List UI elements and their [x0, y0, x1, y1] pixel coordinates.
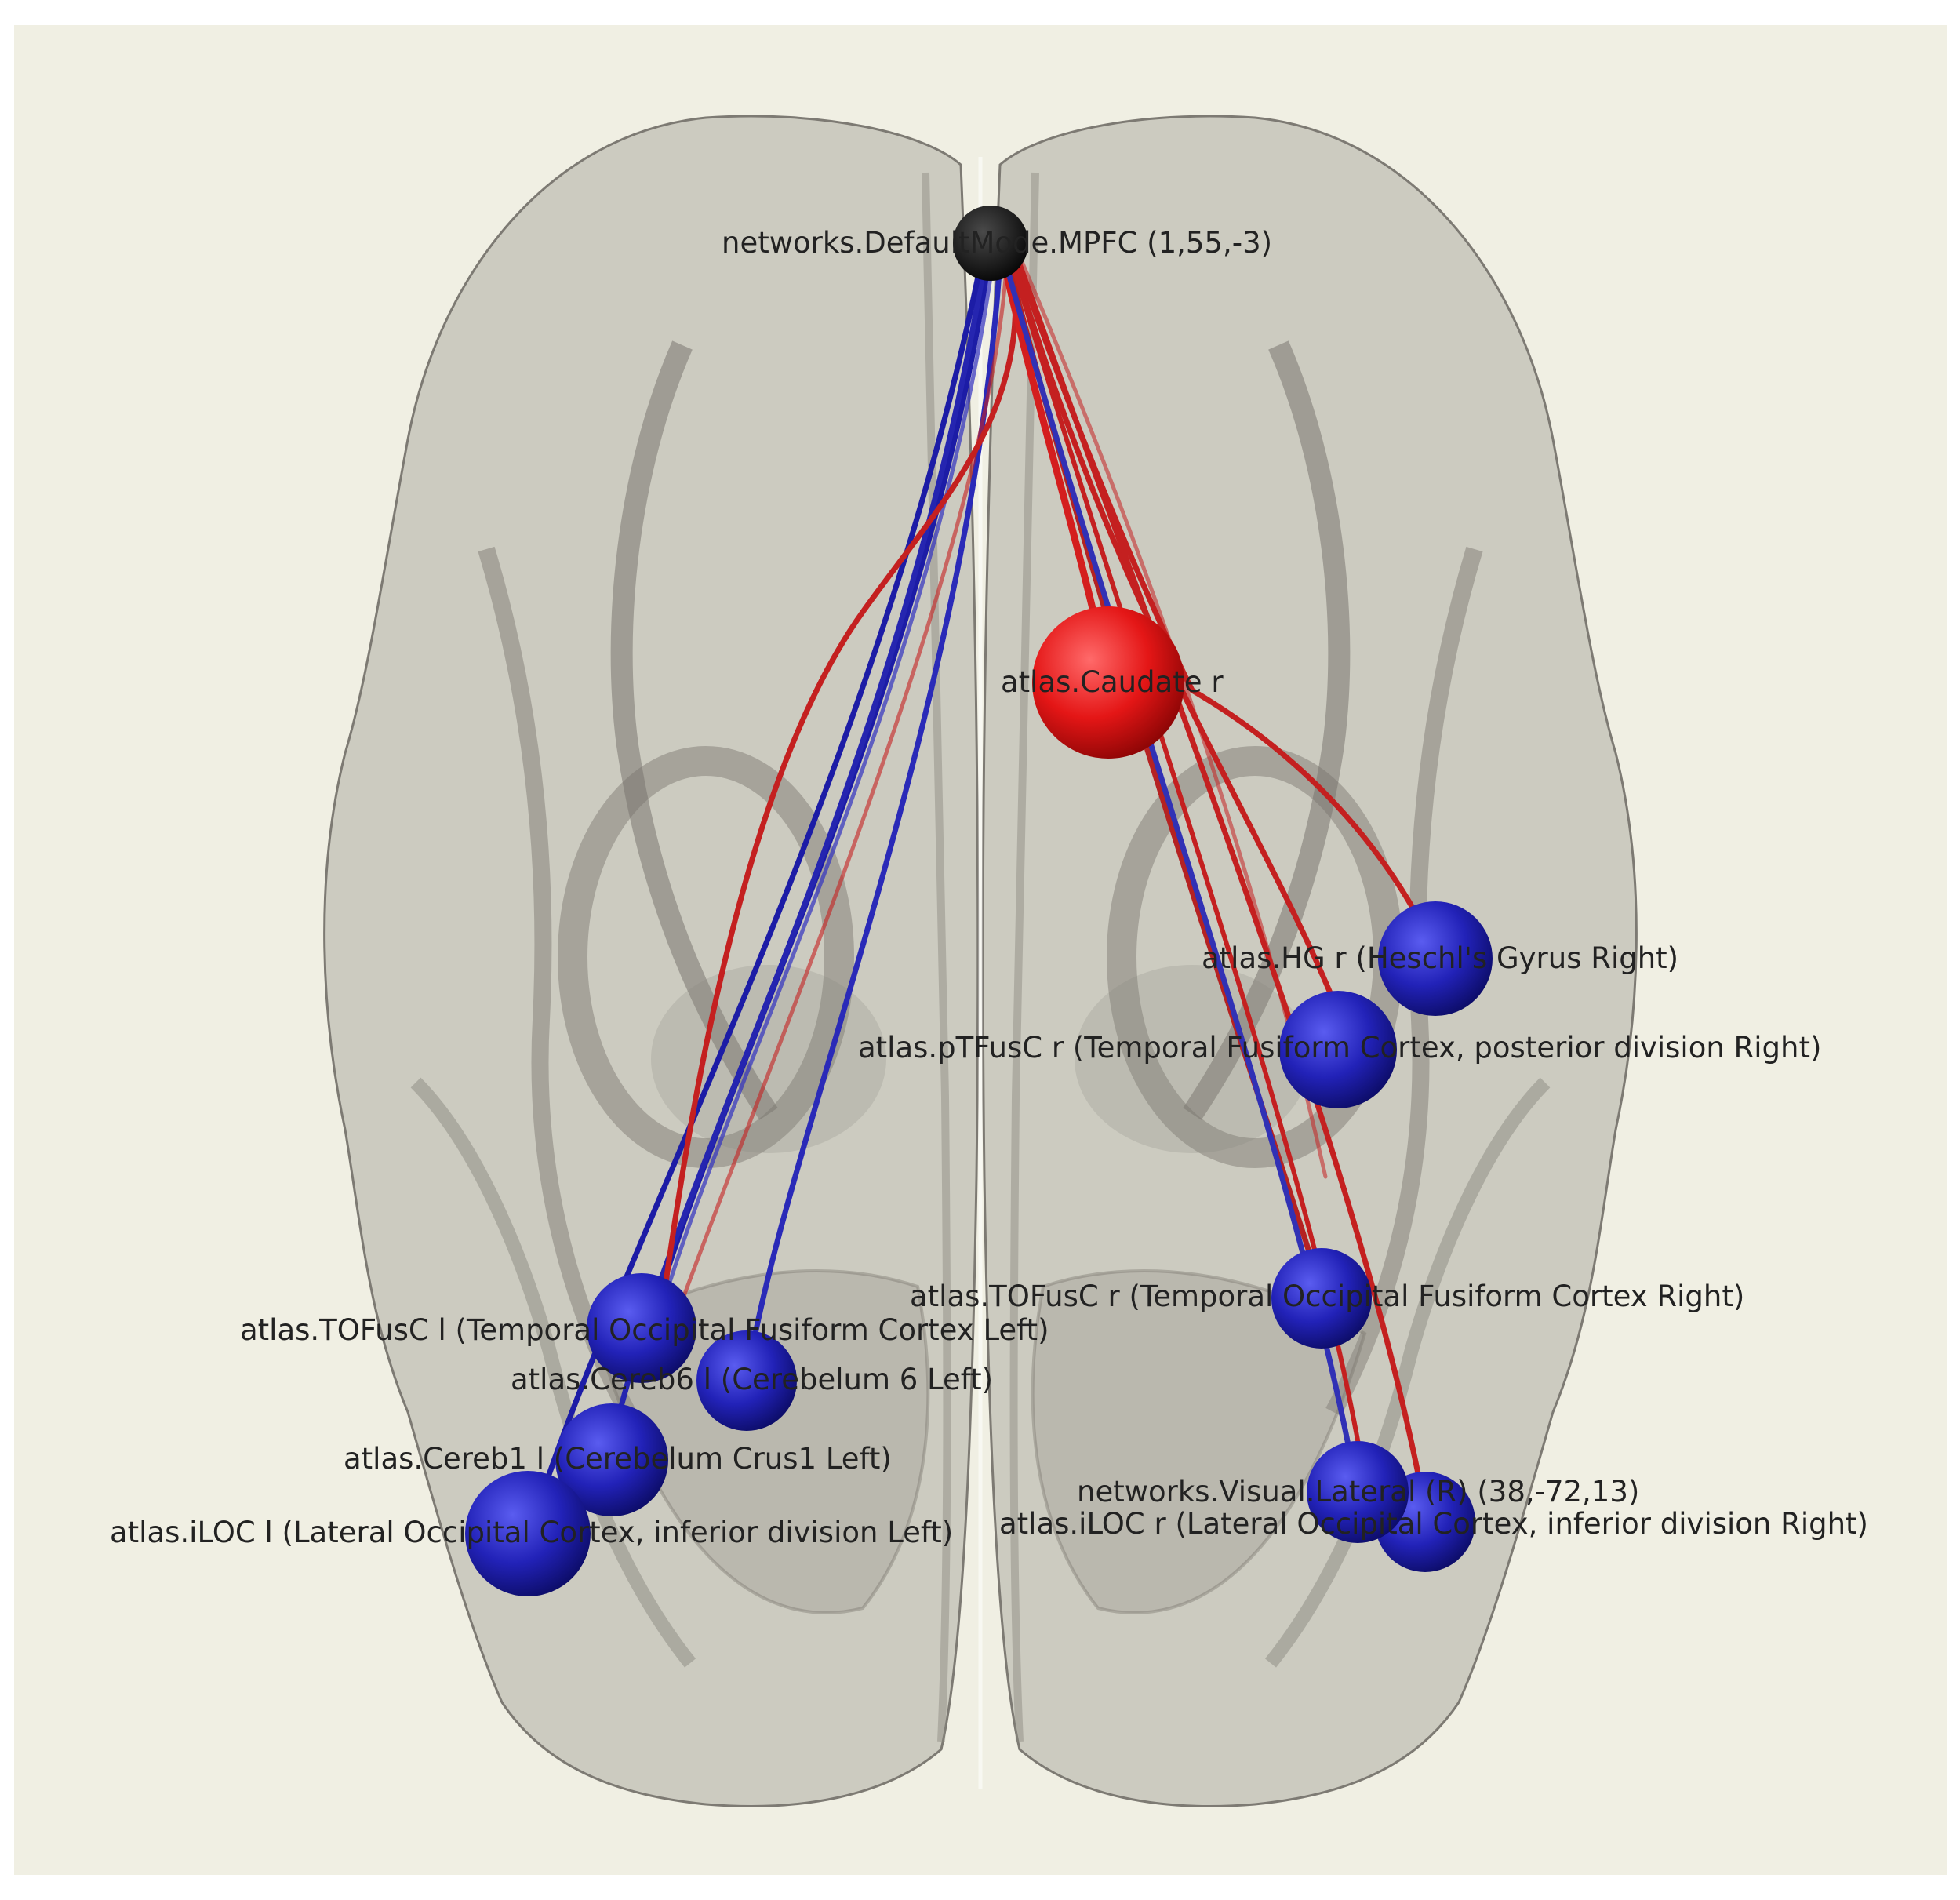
node-tofusc-r[interactable] — [1271, 1248, 1372, 1349]
node-tofusc-l[interactable] — [587, 1273, 696, 1383]
label-iloc-r: atlas.iLOC r (Lateral Occipital Cortex, … — [999, 1507, 1868, 1541]
node-mpfc[interactable] — [953, 206, 1028, 281]
label-hg: atlas.HG r (Heschl's Gyrus Right) — [1202, 941, 1678, 975]
label-cereb1: atlas.Cereb1 l (Cerebelum Crus1 Left) — [344, 1442, 892, 1476]
label-iloc-l: atlas.iLOC l (Lateral Occipital Cortex, … — [110, 1516, 953, 1549]
nodes — [465, 206, 1493, 1596]
label-mpfc: networks.DefaultMode.MPFC (1,55,-3) — [722, 226, 1272, 260]
node-iloc-l[interactable] — [465, 1471, 591, 1596]
node-cereb1[interactable] — [555, 1403, 668, 1516]
label-ptfusc: atlas.pTFusC r (Temporal Fusiform Cortex… — [858, 1031, 1821, 1065]
edge-to-ptfusc — [1007, 248, 1341, 1015]
node-ptfusc[interactable] — [1279, 991, 1397, 1108]
node-cereb6[interactable] — [696, 1330, 797, 1431]
edge-to-iloc-r — [1012, 248, 1429, 1517]
edge-to-tofusc-l-2 — [645, 247, 997, 1359]
edge-to-iloc-l — [525, 246, 987, 1541]
node-caudate[interactable] — [1032, 606, 1184, 759]
label-visual-lat: networks.Visual.Lateral (R) (38,-72,13) — [1077, 1475, 1639, 1509]
edge-red-left-2 — [671, 257, 1009, 1328]
node-visual-lat[interactable] — [1307, 1441, 1409, 1543]
label-tofusc-r: atlas.TOFusC r (Temporal Occipital Fusif… — [910, 1279, 1744, 1313]
label-tofusc-l: atlas.TOFusC l (Temporal Occipital Fusif… — [240, 1313, 1049, 1347]
node-hg[interactable] — [1378, 901, 1493, 1016]
edge-to-cereb6 — [744, 246, 1004, 1384]
label-caudate: atlas.Caudate r — [1001, 665, 1224, 699]
left-hemisphere — [323, 115, 980, 1807]
edge-red-left — [656, 256, 1019, 1337]
label-cereb6: atlas.Cereb6 l (Cerebelum 6 Left) — [511, 1363, 993, 1396]
right-hemisphere — [981, 115, 1638, 1807]
labels: networks.DefaultMode.MPFC (1,55,-3) atla… — [110, 226, 1868, 1549]
